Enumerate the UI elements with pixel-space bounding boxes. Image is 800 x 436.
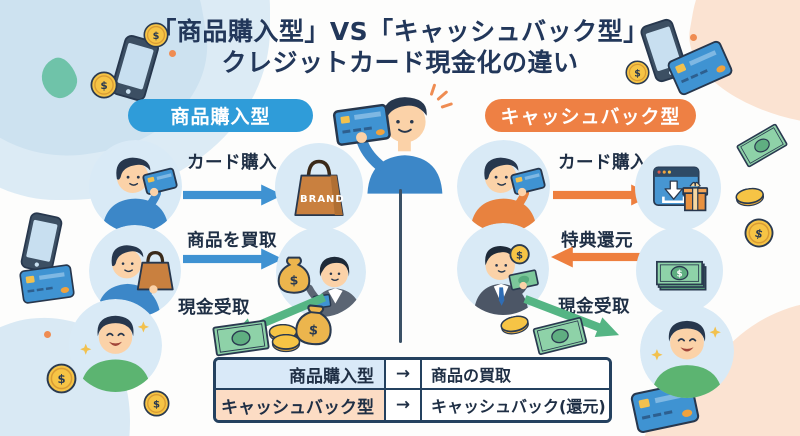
title-line2: クレジットカード現金化の違い [221, 48, 579, 77]
right-step3-label: 現金受取 [558, 297, 630, 317]
page-title: 「商品購入型」VS「キャッシュバック型」 クレジットカード現金化の違い [0, 16, 800, 78]
center-divider [399, 189, 402, 343]
happy-person-illustration [640, 304, 734, 398]
badge-product-purchase: 商品購入型 [128, 99, 313, 132]
coin-icon [741, 215, 777, 251]
banknote-icon [734, 122, 789, 169]
left-step2-label: 商品を買取 [187, 231, 277, 251]
right-step1-label: カード購入 [558, 153, 648, 173]
right-step2-label: 特典還元 [561, 231, 633, 251]
browser-download-gift-illustration [635, 145, 721, 231]
table-row1-result: 商品の買取 [422, 360, 609, 390]
badge-cashback: キャッシュバック型 [485, 99, 696, 132]
orange-dot [690, 34, 697, 41]
table-row2-result: キャッシュバック(還元) [422, 390, 609, 420]
left-arrow-1 [183, 184, 283, 206]
coin-edge-icon [271, 334, 301, 354]
brand-bag-label: BRAND [300, 194, 345, 205]
happy-person-illustration [69, 299, 162, 392]
left-step1-label: カード購入 [187, 153, 277, 173]
person-with-card-illustration [89, 140, 182, 233]
brand-bag-illustration [275, 143, 363, 231]
orange-dot [44, 331, 51, 338]
table-row1-type: 商品購入型 [216, 360, 386, 390]
coin-icon [143, 390, 170, 417]
table-row2-arrow: → [386, 390, 422, 420]
table-row1-arrow: → [386, 360, 422, 390]
orange-dot [169, 50, 176, 57]
coin-edge-icon [734, 186, 766, 210]
coin-edge-icon [498, 313, 532, 339]
summary-table: 商品購入型 → 商品の買取 キャッシュバック型 → キャッシュバック(還元) [213, 357, 612, 423]
credit-card-icon [18, 262, 76, 305]
left-arrow-2 [183, 248, 283, 270]
banknote-icon [211, 318, 271, 357]
table-row2-type: キャッシュバック型 [216, 390, 386, 420]
banknote-icon [531, 315, 589, 357]
left-step3-label: 現金受取 [178, 298, 250, 318]
person-with-card-illustration [457, 140, 550, 233]
title-line1: 「商品購入型」VS「キャッシュバック型」 [151, 17, 649, 46]
